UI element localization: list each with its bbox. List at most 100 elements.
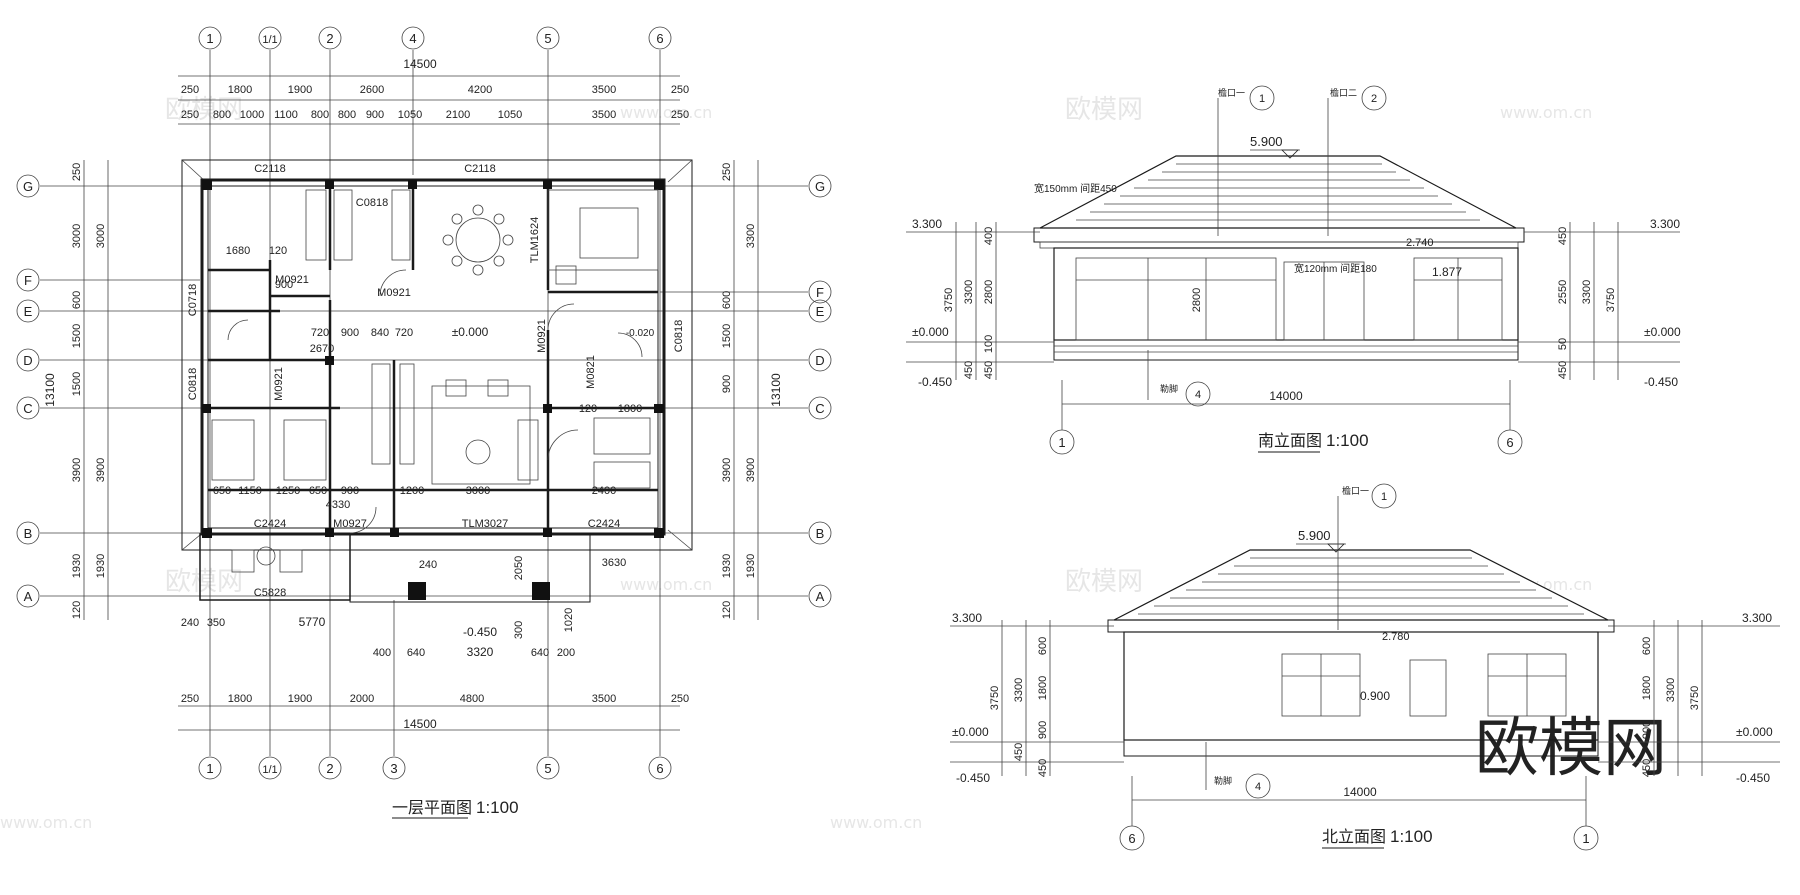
dim-value: 1200 [400,485,424,497]
axis-label: B [24,526,33,541]
watermark-brand: 欧模网 [1065,567,1143,597]
dim-value: 3500 [592,693,616,705]
dim-value: 900 [366,109,384,121]
door-tag: TLM3027 [462,518,508,530]
annotation: 1.877 [1432,265,1462,279]
dim-value: 1800 [228,693,252,705]
dim-value: 900 [1037,721,1049,739]
structural-columns [202,180,664,600]
dim-value: 1930 [71,554,83,578]
dim-value: 450 [963,361,975,379]
window-tag: C0718 [187,284,199,316]
dim-value: 300 [513,621,525,639]
dim-value: 3320 [467,645,494,659]
axis-label: 6 [1128,831,1135,846]
dim-value: 600 [721,291,733,309]
dim-value: 120 [721,601,733,619]
living-room-furniture [431,379,539,485]
level-text: ±0.000 [912,325,949,339]
watermark-url: www.om.cn [830,813,922,832]
porch-chairs [231,546,303,573]
dim-value: 900 [721,375,733,393]
exterior-walls [199,178,666,603]
callout-number: 1 [1259,93,1265,105]
south-left-levels: 3.300 ±0.000 -0.450 [906,217,1054,389]
interior-dimensions: 1680 120 900 720 900 840 720 2670 650 11… [213,245,642,639]
axis-label: 1 [1058,435,1065,450]
dim-value: 50 [1557,338,1569,350]
window-tag: C0818 [356,197,388,209]
dim-value: 840 [371,327,389,339]
dim-overall: 13100 [43,373,57,407]
dim-value: 14000 [1343,785,1377,799]
dim-value: 3000 [466,485,490,497]
dim-value: 1900 [288,84,312,96]
dim-value: 720 [311,327,329,339]
wardrobes [305,189,415,465]
annotation: 0.900 [1360,689,1390,703]
level-text: 5.900 [1298,528,1331,543]
plan-title: 一层平面图 1:100 [392,798,519,819]
dim-value: 1100 [274,109,298,121]
dim-value: 1680 [226,245,250,257]
top-dimensions: 14500 250 1800 1900 2600 4200 3500 250 2… [178,57,689,125]
dim-value: 1000 [240,109,264,121]
level-text: -0.450 [1736,771,1770,785]
dim-value: 240 [181,617,199,629]
axis-label: 2 [326,761,333,776]
top-axis-bubbles: 1 1/1 2 4 5 6 [198,26,672,50]
plinth-bricks [1054,345,1518,353]
dim-value: 1800 [228,84,252,96]
callout-number: 2 [1371,93,1377,105]
dim-value: 3500 [592,84,616,96]
level-text: -0.020 [626,328,655,339]
dim-value: 350 [207,617,225,629]
dim-overall: 14500 [403,57,437,71]
dim-value: 1020 [563,608,575,632]
dim-value: 2670 [310,343,334,355]
dim-value: 800 [311,109,329,121]
dim-value: 3900 [95,458,107,482]
dim-value: 3750 [1689,686,1701,710]
axis-label: 4 [409,31,416,46]
axis-label: C [815,401,824,416]
dim-value: 900 [341,327,359,339]
dim-value: 250 [721,163,733,181]
dim-value: 2100 [446,109,470,121]
dim-value: 1500 [71,372,83,396]
dim-value: 120 [71,601,83,619]
level-text: 3.300 [952,611,982,625]
annotation: 2800 [1191,288,1203,312]
north-right-levels: 3.300 ±0.000 -0.450 [1598,611,1780,785]
axis-label: G [23,179,33,194]
dim-value: 250 [71,163,83,181]
door-tag: M0921 [536,319,548,353]
dim-value: 900 [275,279,293,291]
dim-value: 3300 [1013,678,1025,702]
dim-value: 900 [1641,721,1653,739]
south-elevation: 5.900 1 檐口一 2 檐口二 4 勒脚 宽150mm 间距450 宽120… [906,85,1681,455]
axis-label: G [815,179,825,194]
interior-walls [208,186,658,533]
watermark-url: www.om.cn [620,103,712,122]
north-ridge-level: 5.900 [1296,528,1346,553]
north-left-levels: 3.300 ±0.000 -0.450 [950,611,1124,785]
dim-value: 1930 [95,554,107,578]
dim-value: 3750 [1605,288,1617,312]
south-right-dims: 450 2550 3300 3750 450 50 [1557,222,1619,380]
dim-value: 2550 [1557,280,1569,304]
door-tag: M0921 [273,367,285,401]
north-left-dims: 600 1800 3300 3750 900 450 450 [989,620,1051,777]
dim-value: 1500 [71,324,83,348]
dim-value: 450 [1641,759,1653,777]
south-callouts: 1 檐口一 2 檐口二 4 勒脚 宽150mm 间距450 宽120mm 间距1… [1034,85,1462,407]
dim-value: 1500 [721,324,733,348]
dim-value: 2600 [360,84,384,96]
dim-value: 2050 [513,556,525,580]
dim-value: 100 [983,335,995,353]
door-tag: M0927 [333,518,367,530]
dim-value: 3300 [1581,280,1593,304]
bottom-dimensions: 250 1800 1900 2000 4800 3500 250 14500 4… [178,615,689,731]
dim-value: 120 [579,403,597,415]
dim-value: 450 [1557,227,1569,245]
